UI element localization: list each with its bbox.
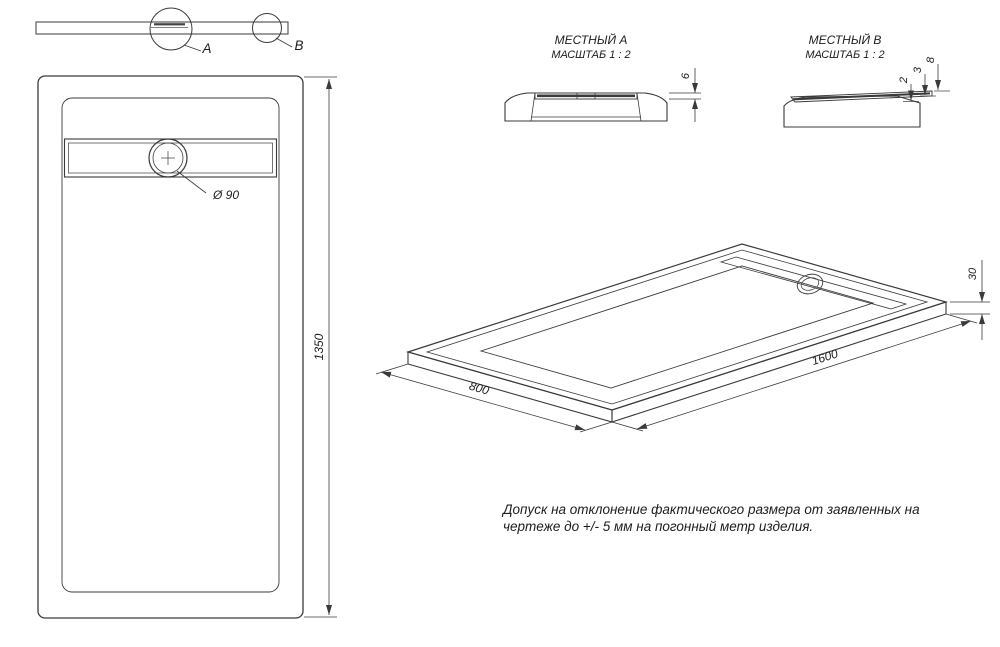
detail-b-title: МЕСТНЫЙ B xyxy=(809,31,882,47)
ext-line-1600-b xyxy=(945,313,978,324)
iso-drain-circle-outer xyxy=(796,273,824,295)
dim-label-6: 6 xyxy=(680,72,692,79)
detail-a-scale: МАСШТАБ 1 : 2 xyxy=(551,49,630,61)
dim-label-800: 800 xyxy=(468,379,491,398)
note-line-1: Допуск на отклонение фактического размер… xyxy=(501,502,920,517)
detail-b-dimensions: 8 3 2 xyxy=(898,56,950,102)
detail-a-leader-line xyxy=(183,44,202,52)
detail-a-callout-circle xyxy=(149,7,193,51)
section-view: A B xyxy=(35,7,304,56)
drain-circle-inner xyxy=(152,142,184,174)
ext-line-1600-a xyxy=(611,421,644,432)
detail-a-view: МЕСТНЫЙ A МАСШТАБ 1 : 2 6 xyxy=(504,31,701,122)
detail-a-hatch-left xyxy=(504,92,536,122)
height-dimension: 1350 xyxy=(304,76,337,618)
isometric-view: 800 1600 30 xyxy=(375,243,990,433)
detail-b-leader-line xyxy=(275,37,293,48)
drain-diameter-label: Ø 90 xyxy=(212,188,239,202)
iso-drain-circle-inner xyxy=(800,277,820,291)
detail-a-center-slot xyxy=(576,92,596,100)
detail-b-scale: МАСШТАБ 1 : 2 xyxy=(805,49,884,61)
drain-circle-outer xyxy=(148,138,188,178)
diameter-leader-line xyxy=(176,170,207,194)
front-view: Ø 90 1350 xyxy=(37,75,337,619)
section-grate-bar xyxy=(154,23,185,26)
iso-side-face-right xyxy=(611,301,947,423)
dim-label-3: 3 xyxy=(912,66,924,73)
dim-line-1600 xyxy=(636,320,972,430)
detail-b-plate-band xyxy=(793,92,930,101)
detail-b-body xyxy=(783,95,921,128)
tray-outer-rect xyxy=(37,75,304,619)
dim-label-1350: 1350 xyxy=(312,333,326,360)
detail-a-dimension-6: 6 xyxy=(669,68,701,122)
ext-line-800-a xyxy=(375,363,409,375)
note-line-2: чертеже до +/- 5 мм на погонный метр изд… xyxy=(503,519,813,534)
tolerance-note: Допуск на отклонение фактического размер… xyxy=(501,502,920,534)
dim-label-2: 2 xyxy=(898,77,910,84)
iso-length-dimension: 1600 xyxy=(611,313,978,432)
iso-rim-inner-edge xyxy=(425,249,929,405)
section-strip-body xyxy=(35,21,289,35)
iso-height-dimension: 30 xyxy=(950,260,990,340)
tray-inner-rect xyxy=(61,97,280,593)
dim-label-30: 30 xyxy=(967,267,979,280)
iso-drain-channel-band xyxy=(719,256,908,310)
iso-side-face-left xyxy=(407,351,613,423)
detail-b-callout-label: B xyxy=(294,38,303,53)
detail-b-callout-circle xyxy=(252,13,282,43)
iso-width-dimension: 800 xyxy=(375,363,613,433)
dim-line-800 xyxy=(380,371,586,431)
detail-a-hatch-right xyxy=(636,92,668,122)
detail-a-callout-label: A xyxy=(201,41,211,56)
detail-b-view: МЕСТНЫЙ B МАСШТАБ 1 : 2 8 3 2 xyxy=(783,31,950,128)
dim-label-8: 8 xyxy=(925,56,937,63)
iso-floor-recess-edge xyxy=(479,265,875,389)
detail-a-title: МЕСТНЫЙ A xyxy=(555,31,628,47)
detail-a-grate-slot-band xyxy=(537,94,635,98)
ext-line-800-b xyxy=(579,421,613,433)
